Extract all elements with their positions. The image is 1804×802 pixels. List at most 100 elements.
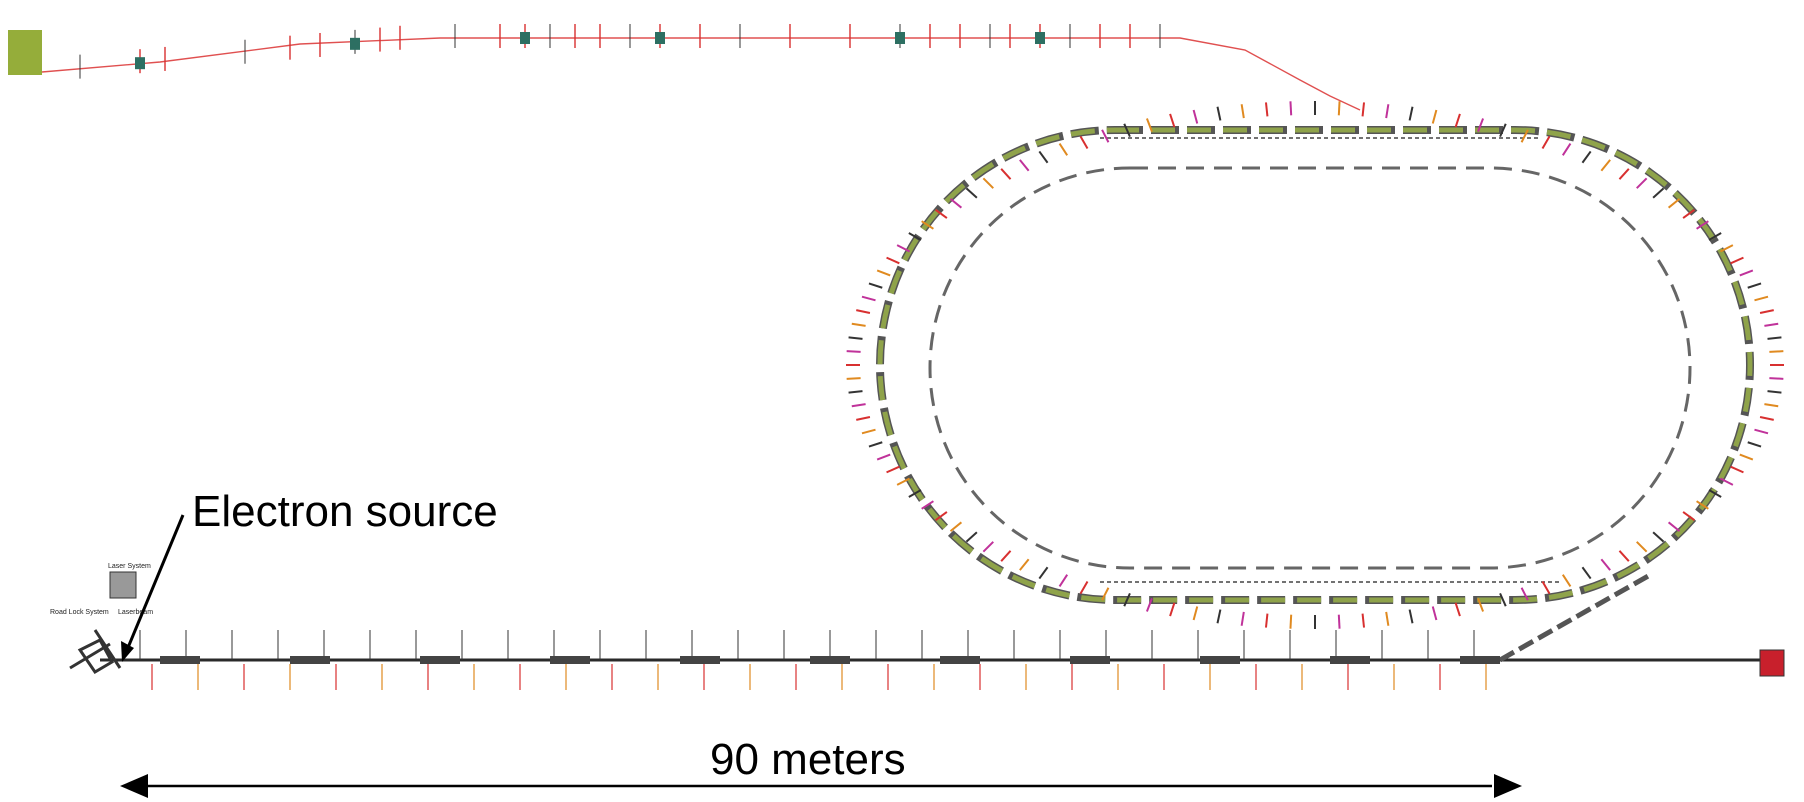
ring-label-tick [861,428,876,435]
ring-label-tick [1079,581,1089,595]
ring-label-tick [1739,269,1754,277]
ring-label-tick [1682,209,1696,219]
linac-cavity-module [1070,656,1110,664]
ring-label-tick [1739,453,1754,461]
distance-label: 90 meters [710,735,906,784]
ring-label-tick [1216,106,1222,121]
ring-label-tick [1747,282,1762,289]
ring-label-tick [1454,602,1461,617]
top-source-block [8,30,42,75]
ring-label-tick [868,441,883,448]
recirculation-ring-inner [928,166,1692,570]
ring-label-tick [1361,102,1366,117]
ring-label-tick [1058,574,1069,587]
ring-label-tick [851,403,866,408]
laser-system-label: Laser System [108,563,151,570]
ring-label-tick [1652,187,1665,199]
ring-label-tick [1767,390,1782,394]
electron-source-pointer [125,514,185,651]
ring-label-tick [1431,606,1438,621]
ring-label-tick [965,187,978,199]
ring-label-tick [1769,377,1784,380]
ring-label-tick [1019,159,1030,172]
linac-cavity-module [550,656,590,664]
ring-label-tick [1747,441,1762,448]
ring-label-tick [1730,465,1744,474]
top-dipole-block [1035,32,1045,44]
ring-label-tick [1169,602,1176,617]
ring-label-tick [1019,558,1030,571]
linac-cavity-module [1330,656,1370,664]
ring-label-tick [848,336,863,340]
ring-label-tick [1101,129,1110,143]
linac-cavity-module [940,656,980,664]
ring-label-tick [851,322,866,327]
ring-label-tick [896,244,911,253]
top-beamline-elements [79,24,1161,79]
ring-label-tick [886,465,900,474]
laser-beam-label: Laserbeam [118,609,153,616]
ring-label-tick [1361,613,1366,628]
beam-dump-block [1759,649,1785,677]
ring-label-tick [1385,104,1390,119]
ring-label-tick [1764,322,1779,327]
ring-label-tick [1652,531,1665,543]
ring-label-tick [1169,113,1176,128]
linac-cavity-module [680,656,720,664]
ring-label-tick [1600,159,1611,172]
ring-label-tick [868,282,883,289]
ring-label-tick [1289,614,1293,629]
ring-label-tick [1708,232,1722,241]
ring-label-tick [1038,566,1049,580]
linac-cavity-module [810,656,850,664]
ring-label-tick [1767,336,1782,340]
linac-to-ring-transfer [1498,572,1652,663]
ring-label-tick [1636,541,1648,553]
ring-label-tick [1000,550,1012,562]
linac-elements [139,630,1500,690]
electron-gun-drawing [69,629,122,675]
ring-label-tick [848,390,863,394]
ring-label-tick [1123,123,1131,138]
ring-label-tick [1719,477,1734,486]
linac-cavity-module [420,656,460,664]
ring-label-tick [1240,104,1245,119]
distance-arrowhead-left [120,774,148,798]
recirculation-ring-outer-fill [877,127,1753,603]
ring-label-tick [1408,609,1414,624]
ring-label-tick [1192,606,1199,621]
ring-label-tick [1541,135,1551,149]
ring-label-tick [1708,489,1722,498]
ring-label-tick [1520,587,1529,601]
ring-label-tick [856,309,871,315]
ring-label-tick [1123,592,1131,607]
ring-label-tick [1058,143,1069,156]
linac-cavity-module [160,656,200,664]
ring-label-tick [1759,309,1774,315]
ring-label-tick [982,177,994,189]
ring-label-tick [1431,109,1438,124]
ring-label-tick [1216,609,1222,624]
ring-label-tick [876,453,891,461]
ring-label-tick [949,521,963,532]
ring-label-tick [1730,256,1744,265]
top-dipole-block [520,32,530,44]
ring-label-tick [896,477,911,486]
ring-label-tick [965,531,978,543]
ring-label-tick [1561,143,1572,156]
ring-label-tick [1581,566,1592,580]
ring-label-tick [1754,295,1769,302]
top-transport-beamline [41,37,1361,111]
top-dipole-block [655,32,665,44]
ring-label-tick [1000,168,1012,180]
ring-label-tick [1667,521,1681,532]
ring-label-tick [1101,587,1110,601]
ring-label-tick [1454,113,1461,128]
ring-label-tick [1079,135,1089,149]
ring-label-tick [1769,350,1784,353]
electron-source-arrowhead [121,641,134,662]
load-lock-label: Road Lock System [50,609,109,616]
ring-label-tick [949,198,963,209]
top-dipole-block [135,57,145,70]
ring-label-tick [1541,581,1551,595]
